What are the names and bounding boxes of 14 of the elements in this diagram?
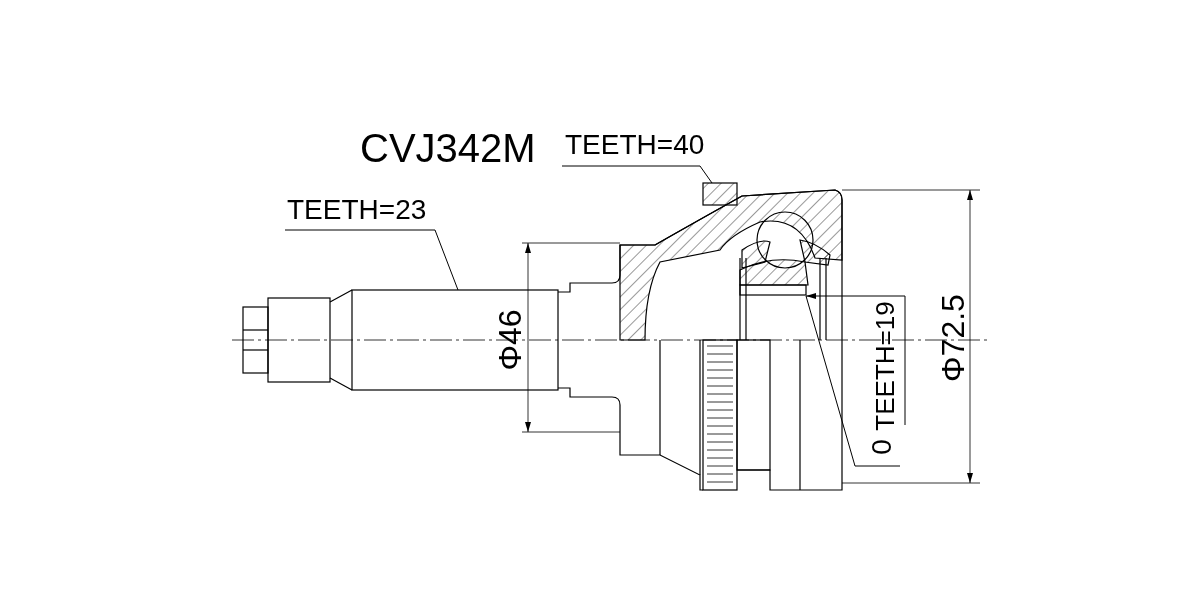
title-text: CVJ342M	[360, 128, 536, 168]
dimension-label: Φ72.5	[937, 294, 969, 382]
spline-section	[351, 289, 559, 391]
callout-label: TEETH=23	[287, 196, 427, 224]
leader-line	[561, 165, 713, 184]
dimension-label: Φ46	[494, 309, 526, 371]
gear-ring-section	[702, 182, 738, 206]
leader-line	[805, 293, 906, 426]
inner-spline-section	[739, 284, 807, 296]
leader-line	[284, 229, 459, 291]
callout-label: TEETH=19	[872, 301, 898, 431]
callout-label: TEETH=40	[565, 131, 705, 159]
callout-label: 0	[868, 439, 896, 455]
leader-line	[805, 295, 901, 467]
